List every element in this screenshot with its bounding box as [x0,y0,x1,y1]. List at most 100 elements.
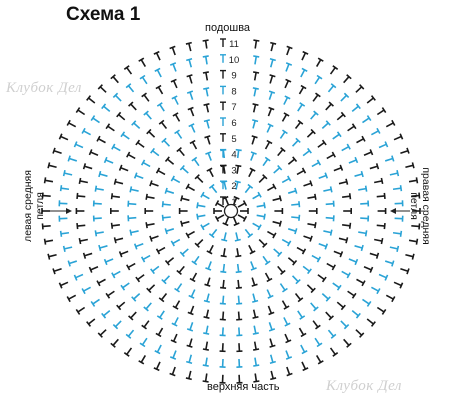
stitch-symbol [116,301,126,311]
stitch-symbol [128,101,137,111]
stitch-symbol [405,162,415,169]
stitch-symbol [400,267,410,275]
stitch-symbol [174,283,183,293]
stitch-symbol [394,200,404,207]
stitch-symbol [284,333,292,344]
stitch-symbol [67,155,78,162]
stitch-symbol [52,147,62,155]
stitch-symbol [270,370,277,381]
stitch-symbol [52,267,62,275]
stitch-symbol [232,195,240,206]
stitch-symbol [185,370,192,381]
stitch-symbol [268,322,276,332]
stitch-symbol [205,261,212,271]
stitch-symbol [149,180,159,187]
stitch-symbol [43,238,54,245]
stitch-symbol [139,337,148,348]
stitch-symbol [76,192,86,199]
stitch-symbol [279,129,288,139]
stitch-symbol [185,230,195,239]
stitch-symbol [203,119,210,129]
stitch-symbol [170,175,181,184]
stitch-symbol [125,83,135,93]
row-number: 5 [231,134,236,145]
stitch-symbol [376,306,387,315]
stitch-symbol [111,143,121,152]
stitch-symbol [369,163,380,170]
stitch-symbol [187,305,195,316]
stitch-symbol [358,185,368,192]
stitch-symbol [112,92,122,102]
stitch-symbol [291,275,301,285]
stitch-symbol [92,215,102,222]
stitch-symbol [153,50,161,61]
stitch-symbol [126,262,136,271]
stitch-symbol [161,201,171,208]
stitch-symbol [385,119,396,128]
stitch-symbol [81,127,91,136]
stitch-symbol [146,284,156,294]
stitch-symbol [189,139,198,150]
stitch-symbol [291,201,301,208]
stitch-symbol [86,95,96,104]
label-right-middle-loop: правая средняя петля [408,167,432,244]
stitch-symbol [333,250,344,258]
stitch-symbol [301,50,309,61]
stitch-symbol [326,262,336,271]
stitch-symbol [67,260,78,267]
right-arrow-head [390,208,396,214]
stitch-symbol [277,265,286,276]
stitch-symbol [303,180,313,187]
watermark-top-left: Клубок Дел [6,80,82,96]
stitch-symbol [220,248,227,258]
stitch-symbol [169,62,177,72]
stitch-symbol [234,180,241,190]
stitch-symbol [268,90,276,100]
stitch-symbol [298,84,307,95]
stitch-symbol [179,248,189,258]
label-left-line-2: петля [34,192,46,220]
row-number: 4 [231,150,236,161]
stitch-symbol [76,223,86,230]
stitch-symbol [310,110,319,120]
row-number: 2 [231,181,236,192]
stitch-symbol [256,202,266,209]
stitch-symbol [180,220,190,227]
stitch-symbol [75,107,86,116]
stitch-symbol [92,200,102,207]
stitch-symbol [302,265,312,275]
stitch-symbol [272,195,282,202]
stitch-symbol [301,361,309,372]
stitch-symbol [236,311,243,321]
stitch-symbol [252,293,259,303]
stitch-symbol [169,45,176,56]
stitch-symbol [252,309,259,319]
stitch-symbol [369,252,380,259]
stitch-symbol [88,266,99,273]
stitch-symbol [311,159,322,168]
stitch-symbol [219,358,226,368]
stitch-symbol [171,95,179,105]
stitch-symbol [113,237,124,244]
stitch-symbol [336,301,346,311]
stitch-symbol [392,185,403,192]
stitch-symbol [133,242,144,250]
stitch-symbol [150,147,160,157]
stitch-symbol [347,290,357,299]
stitch-symbol [262,255,271,266]
stitch-symbol [291,214,301,221]
stitch-symbol [164,156,175,165]
stitch-symbol [219,311,226,321]
stitch-symbol [213,208,222,214]
stitch-symbol [251,277,258,287]
stitch-symbol [138,355,147,365]
stitch-symbol [374,177,384,185]
stitch-symbol [360,200,370,207]
stitch-symbol [376,107,387,116]
stitch-symbol [285,62,293,72]
stitch-symbol [371,127,381,136]
stitch-symbol [307,222,317,229]
stitch-symbol [262,156,271,167]
stitch-symbol [310,302,319,312]
